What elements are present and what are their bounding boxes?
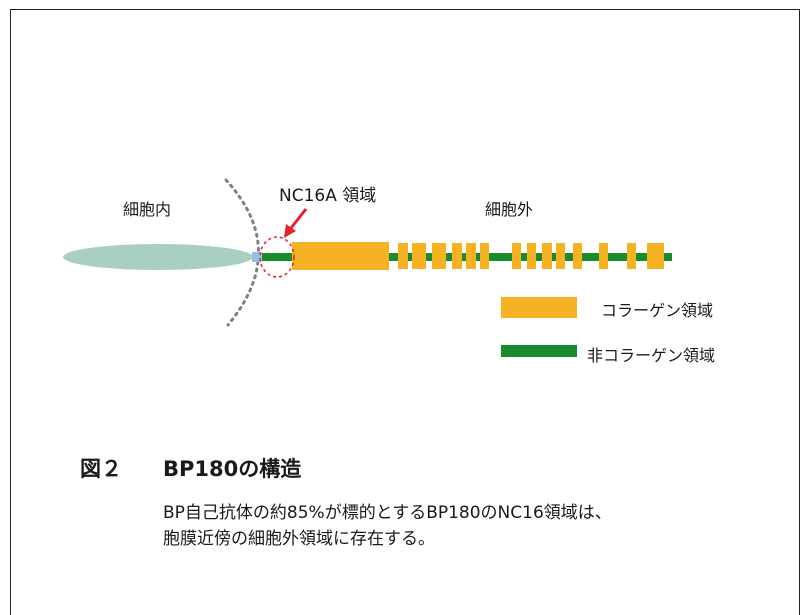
figure-frame xyxy=(10,9,800,615)
collagen-block xyxy=(573,243,582,269)
legend-label-collagen: コラーゲン領域 xyxy=(601,301,714,320)
figure-number: 図２ xyxy=(80,457,122,481)
collagen-block xyxy=(398,243,408,269)
collagen-block xyxy=(466,243,476,269)
caption-line: 胞膜近傍の細胞外領域に存在する。 xyxy=(163,529,435,549)
extracellular-label: 細胞外 xyxy=(485,200,534,219)
nc16a-region-label: NC16A 領域 xyxy=(279,186,377,206)
legend-label-non-collagen: 非コラーゲン領域 xyxy=(587,346,716,365)
collagen-block xyxy=(292,242,389,270)
intracellular-domain xyxy=(63,244,253,270)
collagen-block xyxy=(412,243,426,269)
collagen-block xyxy=(527,243,536,269)
nc16a-arrow xyxy=(284,208,308,238)
figure-caption: BP自己抗体の約85%が標的とするBP180のNC16領域は、 胞膜近傍の細胞外… xyxy=(163,500,763,552)
collagen-block xyxy=(599,243,608,269)
cell-membrane xyxy=(224,178,260,327)
collagen-block xyxy=(480,243,489,269)
figure-title: BP180の構造 xyxy=(163,457,302,481)
caption-line: BP自己抗体の約85%が標的とするBP180のNC16領域は、 xyxy=(163,503,612,523)
collagen-block xyxy=(452,243,462,269)
collagen-block xyxy=(627,243,636,269)
intracellular-label: 細胞内 xyxy=(123,200,172,219)
collagen-block xyxy=(647,243,664,269)
legend-swatch-non-collagen xyxy=(501,345,577,357)
collagen-block xyxy=(512,243,521,269)
nc16a-highlight-circle xyxy=(259,236,295,278)
transmembrane-segment xyxy=(252,252,262,262)
bp180-diagram xyxy=(63,178,672,357)
collagen-block xyxy=(432,243,446,269)
legend-swatch-collagen xyxy=(501,297,577,318)
collagen-domains xyxy=(292,242,664,270)
collagen-block xyxy=(542,243,552,269)
collagen-block xyxy=(556,243,565,269)
